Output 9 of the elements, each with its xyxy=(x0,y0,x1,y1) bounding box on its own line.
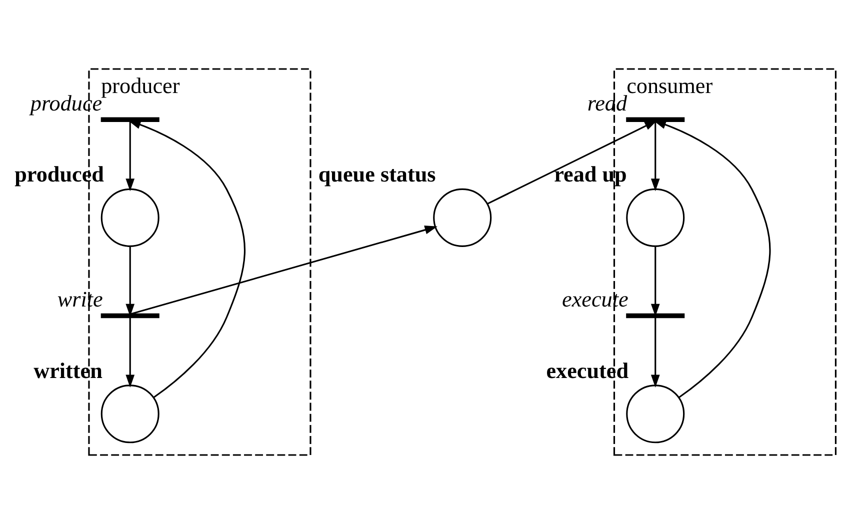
node-label: written xyxy=(34,357,102,382)
node-label: read xyxy=(587,90,628,115)
node-label: executed xyxy=(546,357,629,382)
node-label: queue status xyxy=(318,161,436,186)
node-label: produce xyxy=(30,90,102,115)
node-label: read up xyxy=(554,161,627,186)
node-label: write xyxy=(57,286,103,312)
node-label: execute xyxy=(562,286,628,312)
node-label: produced xyxy=(14,161,104,186)
